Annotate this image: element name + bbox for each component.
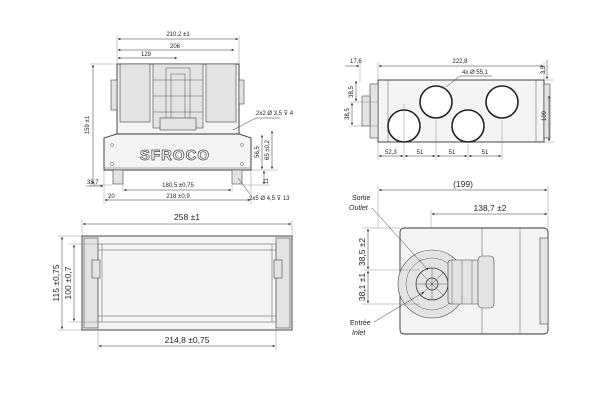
- side-body: [81, 235, 293, 331]
- bottom-holes-view: 17,6 222,8 3,5 4x Ø 55,1 38,5 38,5: [345, 59, 554, 160]
- hole-3: [451, 109, 485, 143]
- front-view: 210,2 ±1 206 129 SFROCO 159: [85, 32, 294, 204]
- dim-100: 100 ±0,7: [63, 266, 73, 299]
- outlet-pipe: [447, 259, 481, 305]
- dim-180-5: 180,5 ±0,75: [162, 183, 194, 189]
- dim-51-c: 51: [482, 150, 489, 156]
- dim-210-2: 210,2 ±1: [166, 32, 190, 38]
- dim-138-7: 138,7 ±2: [473, 203, 506, 213]
- label-entree: Entrée: [350, 320, 371, 327]
- dim-65: 65 ±0,2: [265, 139, 271, 160]
- dim-258: 258 ±1: [174, 212, 200, 222]
- dim-129: 129: [141, 52, 152, 58]
- dim-115: 115 ±0,75: [51, 264, 61, 301]
- dim-2x5: 2x5 Ø 4,5 ⊽ 13: [249, 195, 290, 202]
- dim-4x55-1: 4x Ø 55,1: [462, 70, 489, 76]
- dim-2x2: 2x2 Ø 3,5 ⊽ 4: [256, 110, 294, 117]
- dim-56-5: 56,5: [255, 146, 261, 158]
- label-inlet: Inlet: [352, 330, 366, 337]
- dim-52-3: 52,3: [385, 150, 397, 156]
- dim-222-8: 222,8: [452, 59, 468, 65]
- dim-3-5: 3,5: [541, 65, 547, 74]
- dim-51-a: 51: [417, 150, 424, 156]
- dim-11: 11: [264, 177, 270, 184]
- dim-159: 159 ±1: [85, 115, 91, 134]
- dim-38-5-a: 38,5: [349, 86, 355, 98]
- dim-20: 20: [108, 194, 115, 200]
- dim-51-b: 51: [449, 150, 456, 156]
- dim-214-8: 214,8 ±0,75: [165, 335, 210, 345]
- hole-2: [419, 85, 453, 119]
- dim-38-7: 38,7: [87, 180, 99, 186]
- label-outlet: Outlet: [349, 205, 369, 212]
- side-view: 258 ±1 115 ±0,75 100 ±0,7 214,8 ±0,75: [51, 212, 293, 350]
- label-sortie: Sortie: [352, 195, 370, 202]
- hole-4: [485, 85, 519, 119]
- dim-17-6: 17,6: [350, 59, 362, 65]
- dim-206: 206: [170, 44, 181, 50]
- dim-38-5: 38,5 ±2: [357, 238, 367, 267]
- dim-109: 109: [542, 110, 548, 121]
- brand-logo: SFROCO: [140, 147, 210, 164]
- dim-199: (199): [453, 179, 473, 189]
- dim-218: 218 ±0,9: [166, 194, 190, 200]
- port-view: (199) 138,7 ±2 Sortie Outlet Entrée Inle…: [349, 179, 549, 337]
- dim-38-1: 38,1 ±1: [357, 273, 367, 302]
- dim-38-5-b: 38,5: [345, 108, 351, 120]
